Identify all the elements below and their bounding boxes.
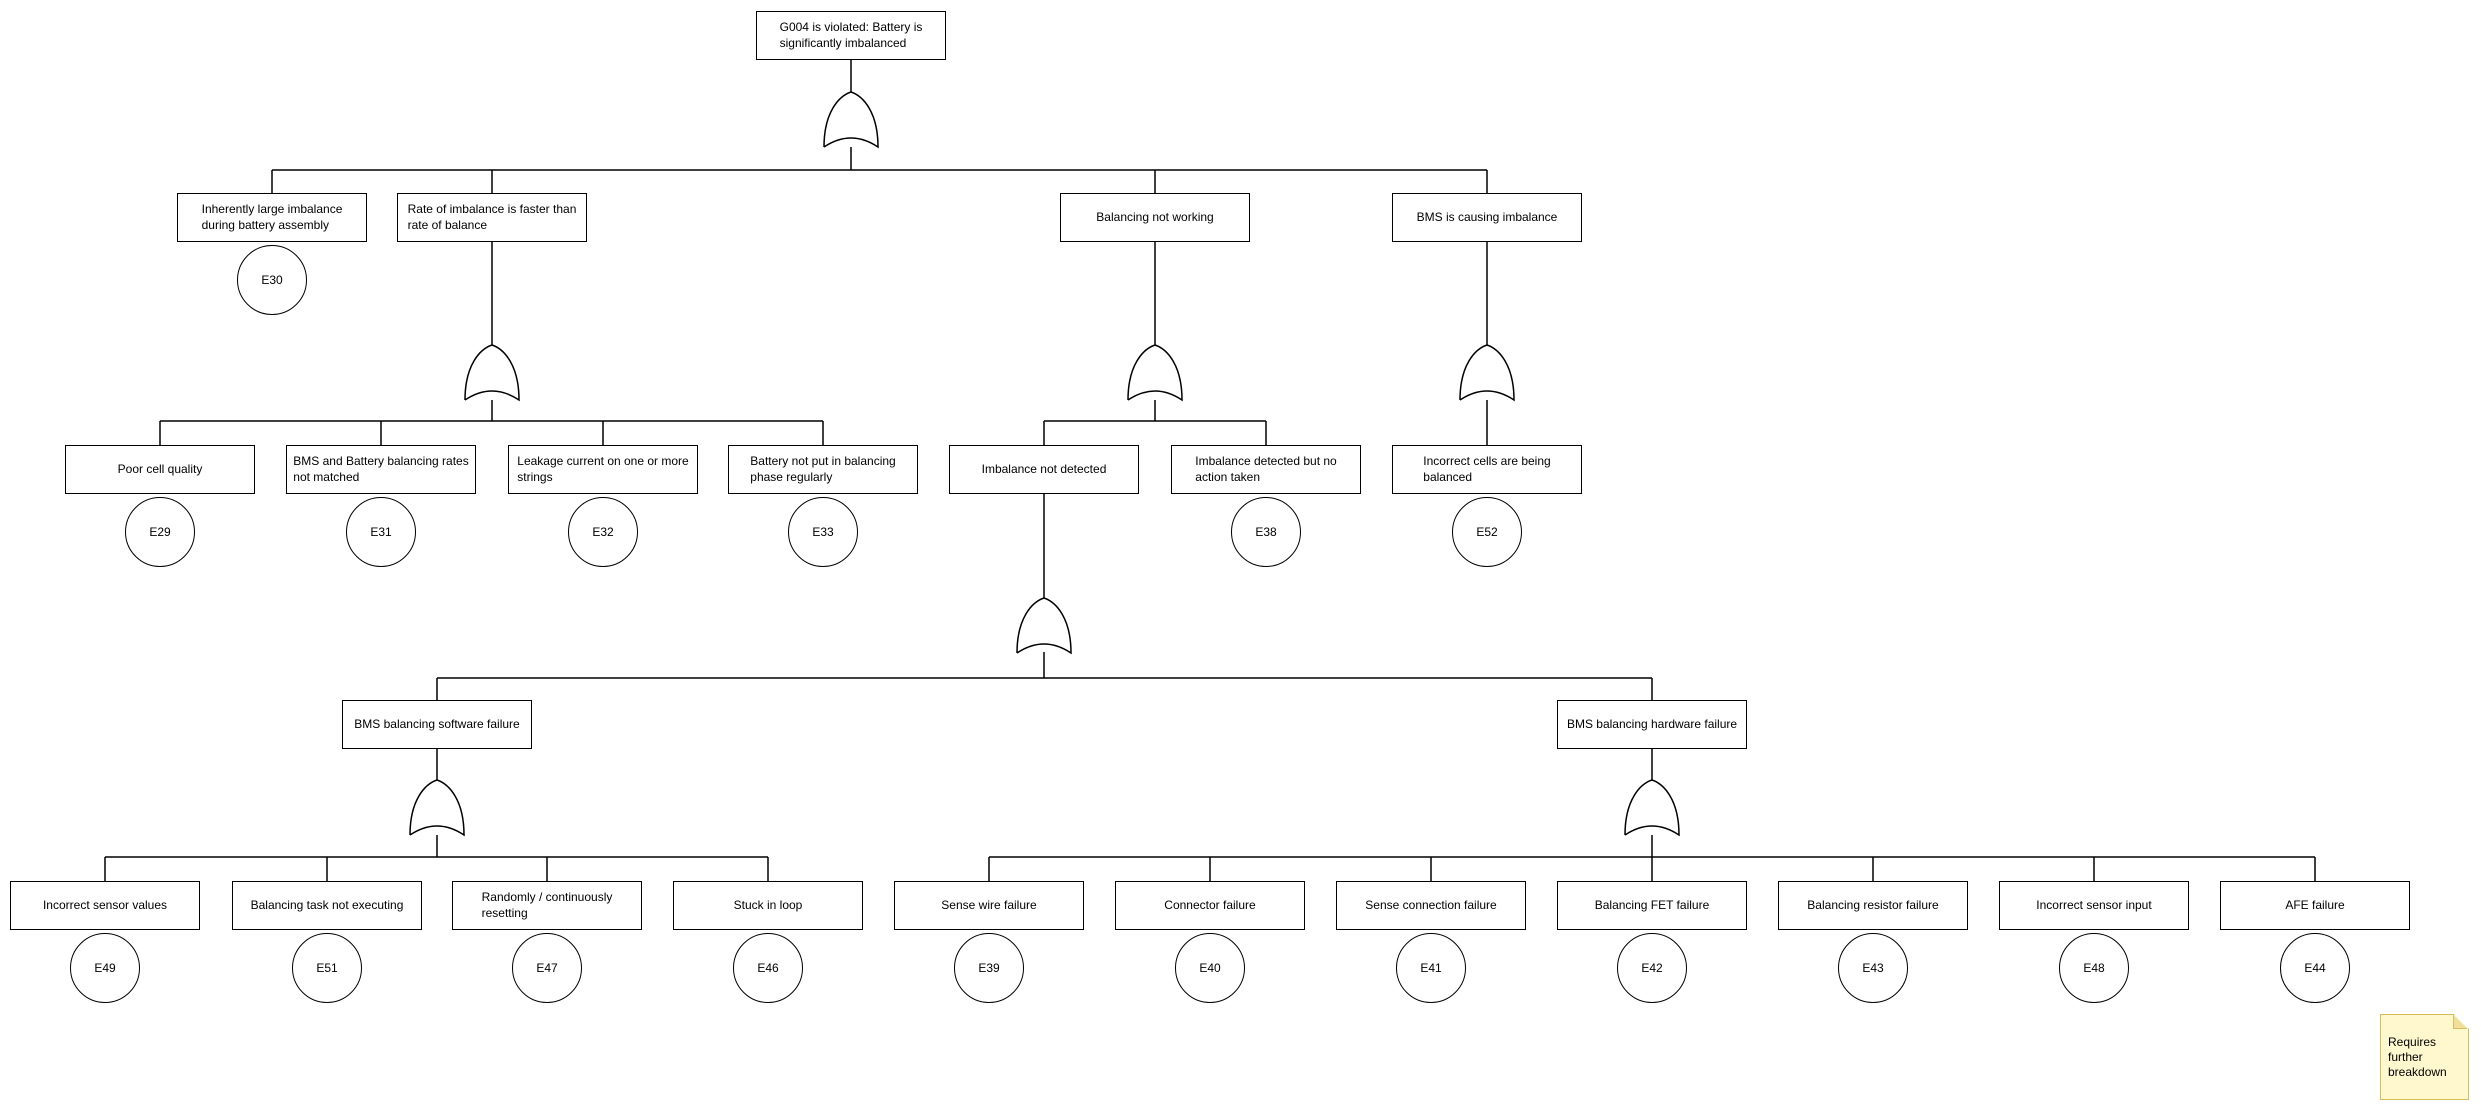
basic-event-id: E42 bbox=[1641, 961, 1663, 975]
event-label: Incorrect sensor values bbox=[42, 897, 168, 912]
event-box-afe[interactable]: AFE failure bbox=[2220, 881, 2410, 930]
event-label: Balancing FET failure bbox=[1594, 897, 1710, 912]
basic-event-id: E47 bbox=[536, 961, 558, 975]
basic-event-circle-e48[interactable]: E48 bbox=[2059, 933, 2129, 1003]
or-gate-bms[interactable] bbox=[1459, 344, 1515, 402]
basic-event-id: E29 bbox=[149, 525, 171, 539]
event-label: Balancing task not executing bbox=[250, 897, 404, 912]
basic-event-circle-e51[interactable]: E51 bbox=[292, 933, 362, 1003]
event-label: Incorrect cells are being balanced bbox=[1423, 454, 1551, 484]
basic-event-id: E40 bbox=[1199, 961, 1221, 975]
event-box-rates[interactable]: BMS and Battery balancing rates not matc… bbox=[286, 445, 476, 494]
basic-event-circle-e43[interactable]: E43 bbox=[1838, 933, 1908, 1003]
event-box-idna[interactable]: Imbalance detected but no action taken bbox=[1171, 445, 1361, 494]
basic-event-id: E48 bbox=[2083, 961, 2105, 975]
event-label: Imbalance detected but no action taken bbox=[1195, 454, 1337, 484]
basic-event-id: E46 bbox=[757, 961, 779, 975]
sticky-note-text: Requires further breakdown bbox=[2388, 1034, 2447, 1079]
basic-event-id: E52 bbox=[1476, 525, 1498, 539]
event-label: Balancing resistor failure bbox=[1807, 897, 1939, 912]
event-box-hw[interactable]: BMS balancing hardware failure bbox=[1557, 700, 1747, 749]
basic-event-id: E44 bbox=[2304, 961, 2326, 975]
event-box-sensorvals[interactable]: Incorrect sensor values bbox=[10, 881, 200, 930]
or-gate-sw[interactable] bbox=[409, 779, 465, 837]
event-label: Sense wire failure bbox=[941, 897, 1037, 912]
basic-event-id: E31 bbox=[370, 525, 392, 539]
event-box-loop[interactable]: Stuck in loop bbox=[673, 881, 863, 930]
event-box-bms[interactable]: BMS is causing imbalance bbox=[1392, 193, 1582, 242]
basic-event-circle-e32[interactable]: E32 bbox=[568, 497, 638, 567]
event-box-sensorinput[interactable]: Incorrect sensor input bbox=[1999, 881, 2189, 930]
basic-event-id: E51 bbox=[316, 961, 338, 975]
basic-event-id: E33 bbox=[812, 525, 834, 539]
event-label: Balancing not working bbox=[1096, 209, 1214, 224]
basic-event-circle-e49[interactable]: E49 bbox=[70, 933, 140, 1003]
basic-event-circle-e46[interactable]: E46 bbox=[733, 933, 803, 1003]
basic-event-id: E32 bbox=[592, 525, 614, 539]
event-label: Incorrect sensor input bbox=[2036, 897, 2152, 912]
event-label: Leakage current on one or more strings bbox=[517, 454, 689, 484]
event-label: Randomly / continuously resetting bbox=[481, 890, 613, 920]
basic-event-circle-e52[interactable]: E52 bbox=[1452, 497, 1522, 567]
basic-event-circle-e44[interactable]: E44 bbox=[2280, 933, 2350, 1003]
event-box-bnw[interactable]: Balancing not working bbox=[1060, 193, 1250, 242]
event-box-leak[interactable]: Leakage current on one or more strings bbox=[508, 445, 698, 494]
event-label: BMS is causing imbalance bbox=[1416, 209, 1558, 224]
event-box-phase[interactable]: Battery not put in balancing phase regul… bbox=[728, 445, 918, 494]
basic-event-id: E49 bbox=[94, 961, 116, 975]
basic-event-circle-e41[interactable]: E41 bbox=[1396, 933, 1466, 1003]
or-gate-g004[interactable] bbox=[823, 91, 879, 149]
basic-event-circle-e39[interactable]: E39 bbox=[954, 933, 1024, 1003]
event-label: Sense connection failure bbox=[1365, 897, 1497, 912]
event-box-sensewire[interactable]: Sense wire failure bbox=[894, 881, 1084, 930]
event-box-cells[interactable]: Incorrect cells are being balanced bbox=[1392, 445, 1582, 494]
event-label: Rate of imbalance is faster than rate of… bbox=[407, 202, 577, 232]
basic-event-circle-e30[interactable]: E30 bbox=[237, 245, 307, 315]
event-box-sw[interactable]: BMS balancing software failure bbox=[342, 700, 532, 749]
event-box-poor[interactable]: Poor cell quality bbox=[65, 445, 255, 494]
event-label: Stuck in loop bbox=[733, 897, 803, 912]
event-label: BMS and Battery balancing rates not matc… bbox=[293, 454, 469, 484]
basic-event-id: E43 bbox=[1862, 961, 1884, 975]
basic-event-id: E38 bbox=[1255, 525, 1277, 539]
event-box-resistor[interactable]: Balancing resistor failure bbox=[1778, 881, 1968, 930]
basic-event-circle-e40[interactable]: E40 bbox=[1175, 933, 1245, 1003]
basic-event-circle-e29[interactable]: E29 bbox=[125, 497, 195, 567]
event-box-inherent[interactable]: Inherently large imbalance during batter… bbox=[177, 193, 367, 242]
event-box-g004[interactable]: G004 is violated: Battery is significant… bbox=[756, 11, 946, 60]
event-box-senseconn[interactable]: Sense connection failure bbox=[1336, 881, 1526, 930]
basic-event-circle-e33[interactable]: E33 bbox=[788, 497, 858, 567]
event-box-rate[interactable]: Rate of imbalance is faster than rate of… bbox=[397, 193, 587, 242]
event-box-ind[interactable]: Imbalance not detected bbox=[949, 445, 1139, 494]
event-label: Imbalance not detected bbox=[981, 461, 1107, 476]
event-label: Battery not put in balancing phase regul… bbox=[750, 454, 896, 484]
basic-event-id: E30 bbox=[261, 273, 283, 287]
event-box-connector[interactable]: Connector failure bbox=[1115, 881, 1305, 930]
event-label: BMS balancing hardware failure bbox=[1566, 716, 1738, 731]
basic-event-circle-e31[interactable]: E31 bbox=[346, 497, 416, 567]
or-gate-bnw[interactable] bbox=[1127, 344, 1183, 402]
event-label: Inherently large imbalance during batter… bbox=[201, 202, 343, 232]
event-box-fet[interactable]: Balancing FET failure bbox=[1557, 881, 1747, 930]
or-gate-ind[interactable] bbox=[1016, 597, 1072, 655]
event-label: AFE failure bbox=[2285, 897, 2345, 912]
basic-event-id: E41 bbox=[1420, 961, 1442, 975]
or-gate-rate[interactable] bbox=[464, 344, 520, 402]
event-label: BMS balancing software failure bbox=[354, 716, 520, 731]
basic-event-id: E39 bbox=[978, 961, 1000, 975]
event-box-task[interactable]: Balancing task not executing bbox=[232, 881, 422, 930]
basic-event-circle-e42[interactable]: E42 bbox=[1617, 933, 1687, 1003]
event-box-reset[interactable]: Randomly / continuously resetting bbox=[452, 881, 642, 930]
or-gate-hw[interactable] bbox=[1624, 779, 1680, 837]
event-label: Connector failure bbox=[1164, 897, 1256, 912]
event-label: G004 is violated: Battery is significant… bbox=[779, 20, 923, 50]
basic-event-circle-e47[interactable]: E47 bbox=[512, 933, 582, 1003]
basic-event-circle-e38[interactable]: E38 bbox=[1231, 497, 1301, 567]
event-label: Poor cell quality bbox=[117, 461, 203, 476]
